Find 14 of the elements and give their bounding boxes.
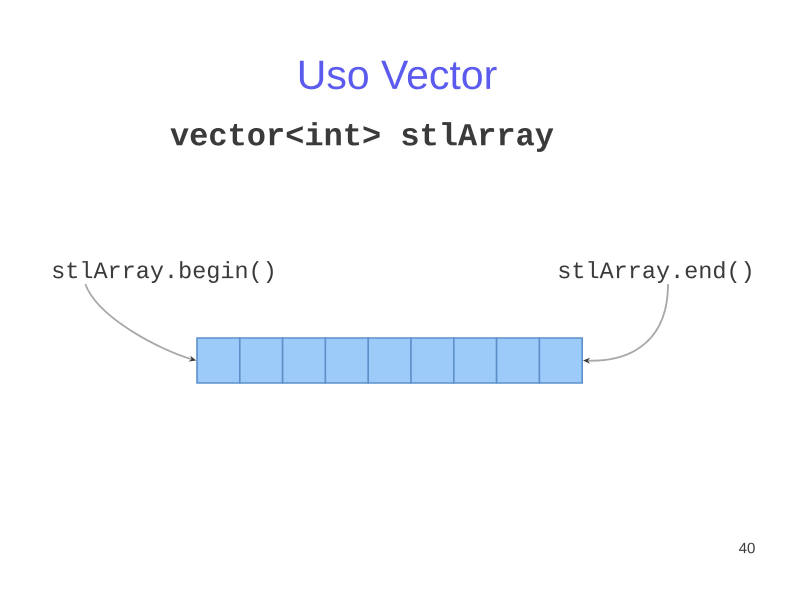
code-label: stlArray.begin() xyxy=(53,261,273,283)
array-cell xyxy=(538,337,583,384)
array-cell xyxy=(496,337,540,384)
page-number: 40 xyxy=(739,542,755,554)
array-cell xyxy=(239,337,284,384)
array-cell xyxy=(196,337,241,384)
array-cell xyxy=(453,337,498,384)
title: Uso Vector xyxy=(300,60,497,90)
code-label: stlArray.end() xyxy=(559,261,751,283)
array-cell xyxy=(367,337,412,384)
array-cell xyxy=(282,337,326,384)
array-cell xyxy=(410,337,455,384)
code-text: vector<int> stlArray xyxy=(170,122,554,152)
array-cell xyxy=(324,337,369,384)
